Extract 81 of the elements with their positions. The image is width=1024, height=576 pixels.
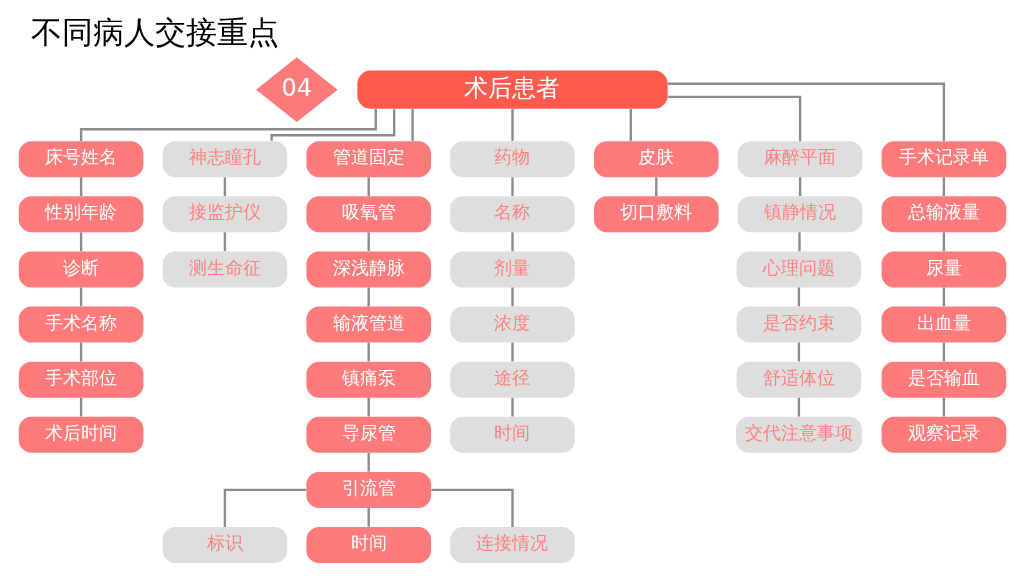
connector <box>797 232 801 252</box>
node-box: 导尿管 <box>305 416 431 453</box>
node-box: 舒适体位 <box>736 361 861 398</box>
connector <box>942 232 945 252</box>
node-box: 吸氧管 <box>305 196 431 233</box>
node-box: 途径 <box>449 361 575 398</box>
node-box: 标识 <box>162 527 287 563</box>
connector <box>942 177 945 197</box>
connector <box>223 177 226 197</box>
node-box: 测生命征 <box>162 251 287 288</box>
connector <box>367 287 370 307</box>
connector <box>367 177 370 197</box>
connector <box>223 232 226 252</box>
node-box: 观察记录 <box>881 416 1006 453</box>
connector <box>223 488 306 527</box>
node-box: 镇静情况 <box>737 196 862 233</box>
connector <box>797 397 800 417</box>
node-box: 术后时间 <box>18 416 143 453</box>
connector <box>510 109 514 141</box>
connector <box>410 109 414 141</box>
connector <box>367 507 370 527</box>
connector <box>797 342 800 362</box>
connector <box>367 397 370 417</box>
connector <box>367 452 370 472</box>
connector <box>942 397 945 417</box>
node-box: 时间 <box>305 527 431 563</box>
node-box: 尿量 <box>881 251 1006 288</box>
connector <box>510 287 514 307</box>
node-box: 总输液量 <box>881 196 1006 233</box>
connector <box>510 177 514 197</box>
connector <box>797 287 800 307</box>
node-box: 性别年龄 <box>18 196 143 233</box>
node-box: 切口敷料 <box>593 196 719 233</box>
connector <box>79 342 82 362</box>
node-box: 深浅静脉 <box>305 251 431 288</box>
connector <box>79 177 82 197</box>
connector <box>79 232 82 252</box>
connector <box>667 82 945 141</box>
node-box: 交代注意事项 <box>735 416 862 453</box>
connector <box>667 95 801 142</box>
connector <box>79 287 82 307</box>
node-box: 时间 <box>449 416 575 453</box>
connector <box>654 177 657 197</box>
connector <box>942 287 945 307</box>
node-box: 手术名称 <box>18 306 143 343</box>
node-box: 床号姓名 <box>18 141 143 178</box>
node-box: 药物 <box>449 141 575 178</box>
connector <box>367 342 370 362</box>
connector <box>798 177 801 197</box>
node-box: 手术记录单 <box>881 141 1006 178</box>
connector <box>510 342 514 362</box>
node-box: 术后患者 <box>356 70 668 109</box>
node-box: 剂量 <box>449 251 575 288</box>
node-box: 诊断 <box>18 251 143 288</box>
node-box: 是否输血 <box>881 361 1006 398</box>
node-box: 皮肤 <box>593 141 719 178</box>
connector <box>510 397 514 417</box>
node-box: 名称 <box>449 196 575 233</box>
connector <box>510 232 514 252</box>
node-box: 是否约束 <box>736 306 861 343</box>
connector <box>430 488 514 527</box>
connector <box>942 342 945 362</box>
node-box: 连接情况 <box>449 527 575 563</box>
connector <box>79 397 82 417</box>
node-box: 引流管 <box>305 471 431 508</box>
connector <box>367 232 370 252</box>
node-box: 输液管道 <box>305 306 431 343</box>
node-box: 浓度 <box>449 306 575 343</box>
node-box: 麻醉平面 <box>737 141 862 178</box>
node-box: 出血量 <box>881 306 1006 343</box>
node-box: 接监护仪 <box>162 196 287 233</box>
connector <box>79 109 377 142</box>
connector <box>269 109 395 141</box>
connector <box>629 109 632 141</box>
node-box: 神志瞳孔 <box>162 141 287 178</box>
node-box: 镇痛泵 <box>305 361 431 398</box>
node-box: 管道固定 <box>305 141 431 178</box>
diagram-title: 不同病人交接重点 <box>30 13 279 50</box>
node-box: 心理问题 <box>736 251 861 288</box>
node-box: 手术部位 <box>18 361 143 398</box>
node-diamond: 04 <box>255 57 338 123</box>
